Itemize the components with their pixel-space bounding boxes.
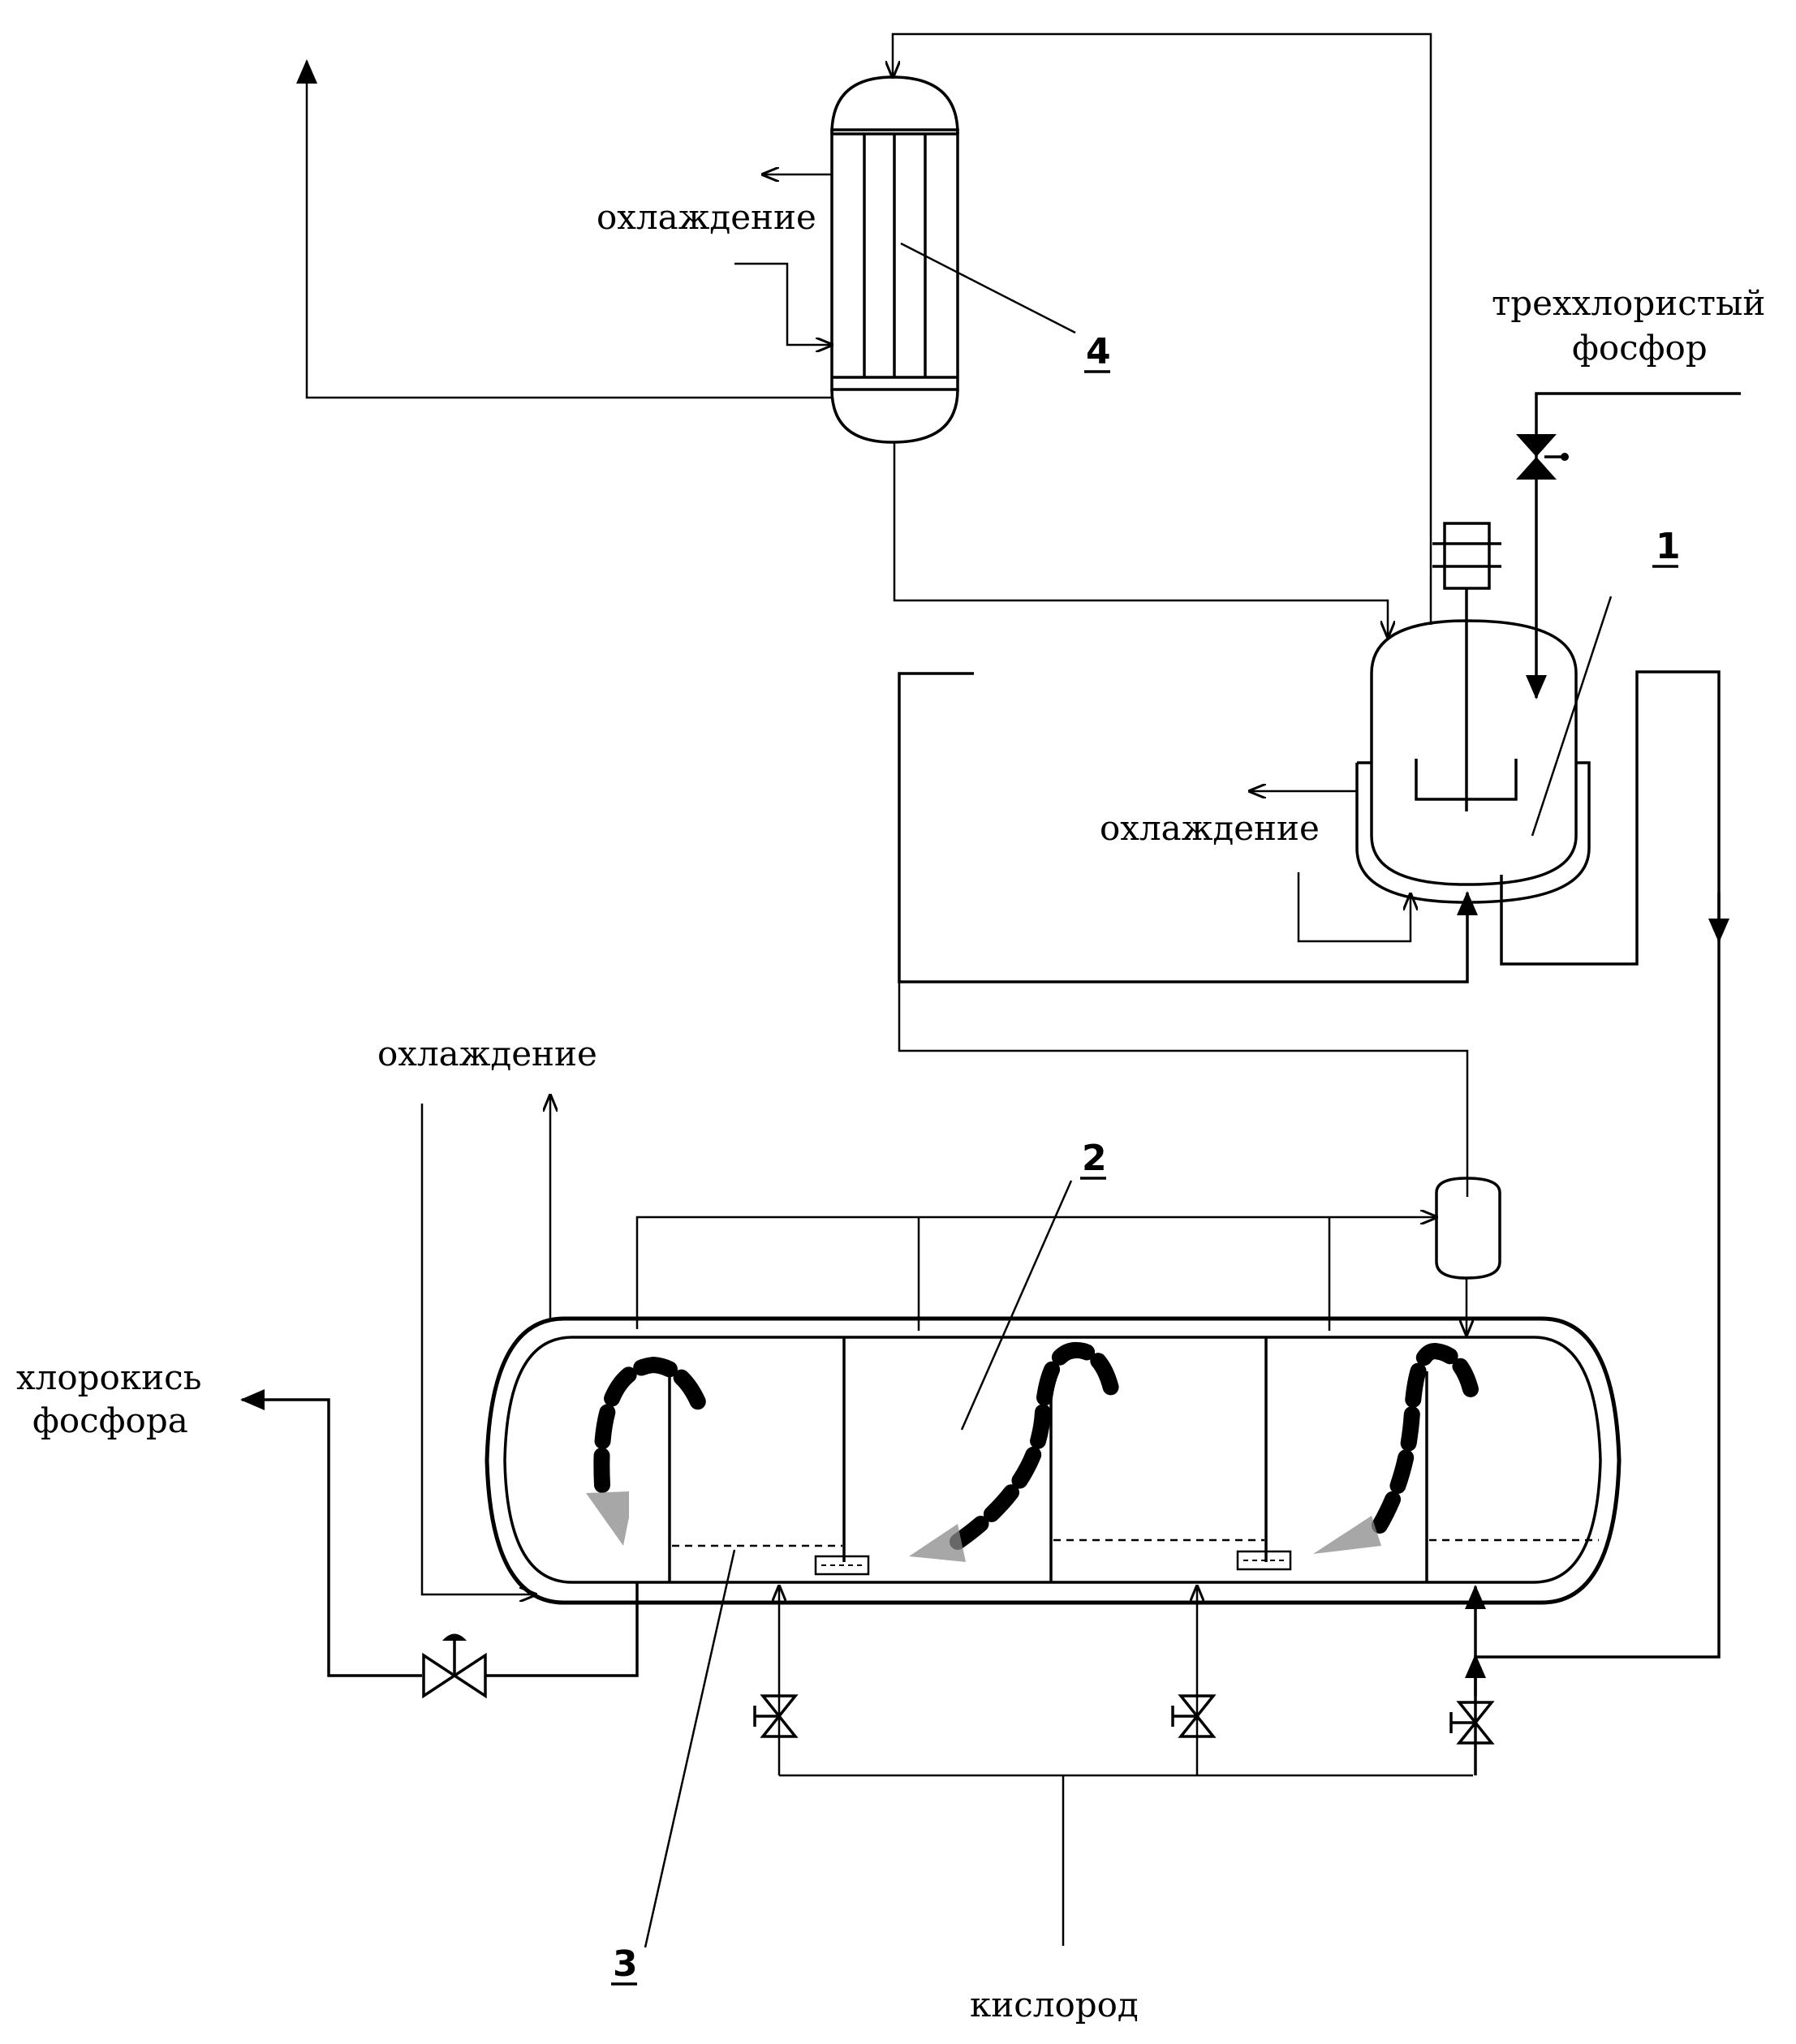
oxygen-valve-3[interactable]: [1451, 1702, 1492, 1743]
oxygen-valve-1[interactable]: [755, 1696, 795, 1736]
pcl3-label-line2: фосфор: [1572, 328, 1708, 368]
pcl3-feed-line: [1536, 394, 1741, 698]
oxygen-valve-2[interactable]: [1173, 1696, 1213, 1736]
number-1: 1: [1656, 526, 1681, 567]
number-2: 2: [1082, 1138, 1107, 1179]
spray-jets: [586, 1350, 1471, 1562]
pocl3-label-line1: хлорокись: [16, 1358, 201, 1397]
pcl3-label-line1: треххлористый: [1492, 283, 1765, 323]
pcl3-valve[interactable]: [1516, 434, 1569, 480]
condenser-cooling-label: охлаждение: [597, 197, 816, 237]
gas-header-line: [637, 1217, 1436, 1329]
reactor-to-pot-line: [899, 982, 1467, 1197]
number-3: 3: [613, 1943, 638, 1985]
condensate-return-line: [894, 442, 1388, 637]
condenser-4: [832, 77, 958, 442]
oxygen-label: кислород: [970, 1985, 1139, 2025]
vessel-cooling-in: [422, 1104, 536, 1594]
number-4: 4: [1086, 331, 1111, 372]
leader-line-4: [901, 243, 1075, 333]
product-outlet-valve[interactable]: [424, 1634, 485, 1697]
vessel-cooling-label: охлаждение: [377, 1034, 597, 1074]
vapour-line: [893, 34, 1431, 625]
product-outlet-line: [485, 1582, 637, 1676]
leader-line-3: [645, 1550, 734, 1947]
reactor-1: [1357, 523, 1589, 902]
oxygen-feed-lines: [779, 1586, 1475, 1946]
reactor-cooling-in: [1299, 872, 1411, 941]
pocl3-label-line2: фосфора: [32, 1401, 188, 1440]
reactor-cooling-label: охлаждение: [1100, 808, 1320, 848]
